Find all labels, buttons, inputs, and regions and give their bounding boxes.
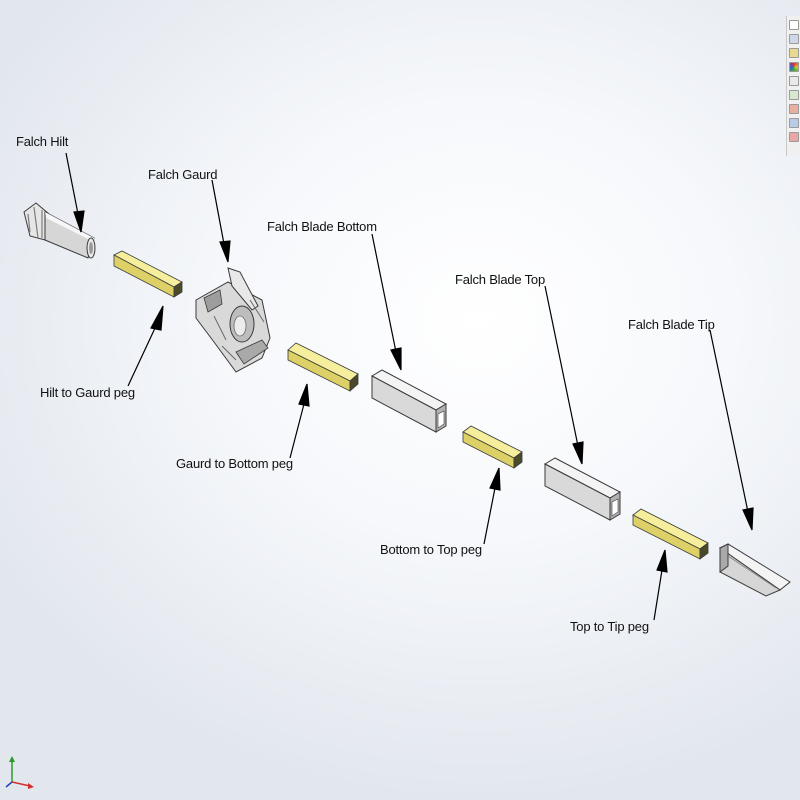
hilt-to-guard-peg-part[interactable] (113, 250, 183, 298)
label-hilt-to-guard-peg: Hilt to Gaurd peg (40, 385, 135, 400)
label-bottom-to-top-peg: Bottom to Top peg (380, 542, 482, 557)
arrow-bottom-to-top-peg (483, 467, 501, 545)
configuration-icon[interactable] (789, 118, 799, 128)
falch-hilt-part[interactable] (23, 202, 96, 259)
falch-guard-part[interactable] (195, 267, 271, 373)
callout-arrows (65, 152, 754, 621)
arrow-hilt-to-guard-peg (127, 305, 164, 387)
label-falch-blade-bottom: Falch Blade Bottom (267, 219, 377, 234)
bottom-to-top-peg-part[interactable] (462, 425, 523, 469)
guard-to-bottom-peg-part[interactable] (287, 342, 359, 392)
task-pane-toolbar (786, 16, 800, 156)
arrow-falch-hilt (65, 152, 85, 233)
delete-icon[interactable] (789, 132, 799, 142)
display-state-icon[interactable] (789, 90, 799, 100)
falch-blade-tip-part[interactable] (719, 543, 791, 597)
label-top-to-tip-peg: Top to Tip peg (570, 619, 649, 634)
arrow-guard-to-bottom-peg (289, 383, 310, 459)
label-falch-blade-top: Falch Blade Top (455, 272, 545, 287)
top-to-tip-peg-part[interactable] (632, 508, 709, 560)
appearance-icon[interactable] (789, 48, 799, 58)
properties-icon[interactable] (789, 76, 799, 86)
arrow-top-to-tip-peg (653, 549, 668, 621)
color-wheel-icon[interactable] (789, 62, 799, 72)
arrow-falch-blade-top (544, 285, 584, 465)
falch-blade-bottom-part[interactable] (370, 369, 448, 433)
display-pane-icon[interactable] (789, 34, 799, 44)
coordinate-triad-icon (5, 756, 34, 789)
arrow-falch-blade-tip (709, 329, 754, 531)
arrow-falch-blade-bottom (371, 233, 402, 371)
falch-blade-top-part[interactable] (543, 457, 622, 521)
label-falch-guard: Falch Gaurd (148, 167, 218, 182)
label-guard-to-bottom-peg: Gaurd to Bottom peg (176, 456, 293, 471)
arrow-falch-guard (211, 179, 231, 263)
label-falch-hilt: Falch Hilt (16, 134, 69, 149)
expand-icon[interactable] (789, 20, 799, 30)
scene-icon[interactable] (789, 104, 799, 114)
label-falch-blade-tip: Falch Blade Tip (628, 317, 715, 332)
